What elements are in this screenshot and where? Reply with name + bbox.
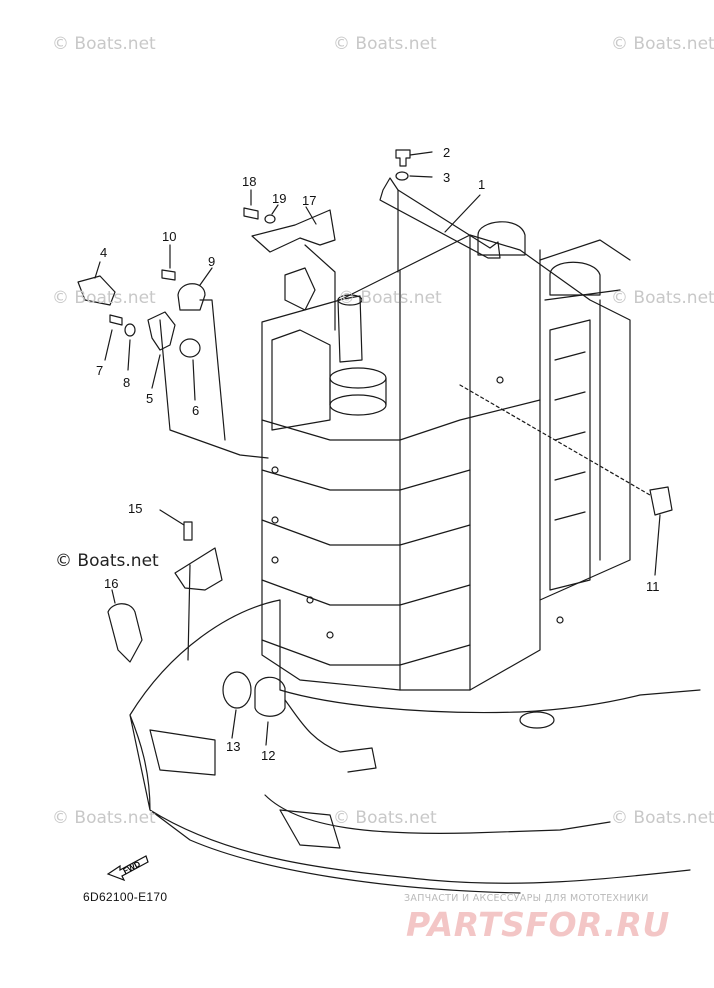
- callout-3: 3: [443, 170, 451, 185]
- shop-tagline: ЗАПЧАСТИ И АКСЕССУАРЫ ДЛЯ МОТОТЕХНИКИ: [404, 893, 649, 904]
- callout-7: 7: [96, 363, 104, 378]
- callout-13: 13: [226, 739, 241, 754]
- callout-17: 17: [302, 193, 317, 208]
- callout-19: 19: [272, 191, 287, 206]
- callout-15: 15: [128, 501, 143, 516]
- watermark: © Boats.net: [52, 288, 156, 308]
- part-16-clip: [107, 603, 143, 663]
- callout-5: 5: [146, 391, 154, 406]
- watermark: © Boats.net: [52, 808, 156, 828]
- watermark: © Boats.net: [611, 34, 714, 54]
- callout-18: 18: [242, 174, 257, 189]
- part-11-sensor: [649, 486, 673, 516]
- shop-logo: PARTSFOR.RU: [406, 905, 670, 944]
- part-13-oring: [222, 671, 252, 709]
- callout-1: 1: [478, 177, 486, 192]
- engine-block: [261, 234, 631, 691]
- watermark: © Boats.net: [333, 808, 437, 828]
- watermark: © Boats.net: [52, 34, 156, 54]
- callout-4: 4: [100, 245, 108, 260]
- watermark: © Boats.net: [611, 808, 714, 828]
- callout-11: 11: [646, 579, 660, 594]
- callout-2: 2: [443, 145, 451, 160]
- part-12-connector: [254, 676, 286, 717]
- callout-6: 6: [192, 403, 200, 418]
- part-2-bolt: [395, 149, 411, 167]
- part-18-bolt: [243, 207, 259, 220]
- callout-16: 16: [104, 576, 119, 591]
- bottom-cowling: [129, 599, 701, 894]
- fwd-arrow-icon: FWD: [106, 855, 149, 882]
- part-6-grommet: [179, 338, 201, 358]
- part-4-sensor: [77, 275, 116, 306]
- callout-8: 8: [123, 375, 131, 390]
- part-17-bracket: [251, 209, 336, 253]
- part-14-bracket: [174, 547, 223, 591]
- watermark: © Boats.net: [333, 34, 437, 54]
- callout-12: 12: [261, 748, 276, 763]
- watermark: © Boats.net: [338, 288, 442, 308]
- watermark: © Boats.net: [55, 551, 159, 571]
- crankshaft: [337, 295, 363, 363]
- part-3-washer: [395, 171, 409, 181]
- part-9-clamp: [177, 283, 206, 311]
- callout-9: 9: [208, 254, 216, 269]
- part-1-bracket: [379, 177, 501, 259]
- watermark: © Boats.net: [611, 288, 714, 308]
- callout-10: 10: [162, 229, 177, 244]
- diagram-code: 6D62100-E170: [83, 890, 168, 904]
- part-5-plate: [147, 311, 176, 351]
